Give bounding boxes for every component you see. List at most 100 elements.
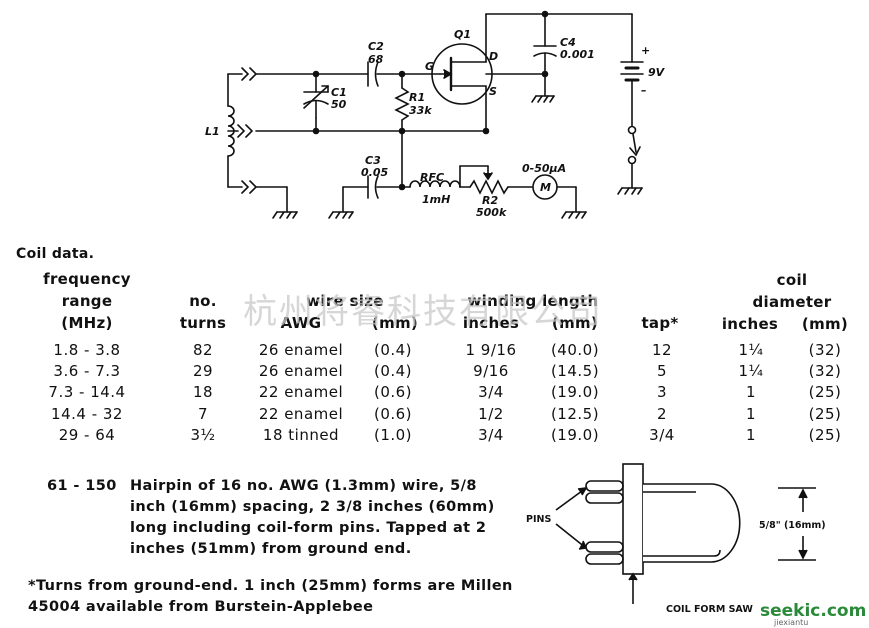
cell-freq: 7.3 - 14.4 [48,383,126,401]
label-q1: Q1 [454,28,471,41]
coil-form-pin-bottom [585,541,624,565]
cell-tap: 2 [656,405,668,423]
header-coil-mm: (mm) [801,315,849,333]
header-winding-mm: (mm) [551,314,599,332]
label-c4-value: 0.001 [560,48,595,61]
cell-coil-inches: 1 [745,405,757,423]
capacitor-c1 [303,73,329,119]
label-r2-value: 500k [476,206,507,219]
label-r1: R1 [409,91,425,104]
table-title: Coil data. [16,246,95,262]
potentiometer-r2 [459,165,533,195]
fet-q1 [431,13,546,132]
capacitor-c3 [328,175,403,219]
cell-tap: 12 [651,341,673,359]
cell-winding-inches: 3/4 [478,383,504,401]
label-battery-voltage: 9V [648,66,666,79]
circuit-schematic: Q1 G D S C2 68 C1 50 R1 33k C4 0.001 + 9… [205,10,666,219]
label-c1: C1 [331,86,347,99]
label-c2-value: 68 [368,53,384,66]
label-c3-value: 0.05 [361,166,388,179]
cell-awg: 26 enamel [258,362,344,380]
pins-label: PINS [526,514,551,525]
cell-freq: 14.4 - 32 [51,405,123,423]
ground-left [255,186,298,219]
cell-coil-inches: 1¼ [738,341,764,359]
cell-winding-inches: 9/16 [473,362,509,380]
cell-freq: 29 - 64 [58,426,116,444]
watermark-site: seekic.com [760,601,866,621]
coil-form-caption: COIL FORM SAW [666,604,753,615]
cell-wire-mm: (0.4) [373,362,413,380]
hairpin-line-2: inch (16mm) spacing, 2 3/8 inches (60mm) [130,499,495,515]
cell-tap: 5 [656,362,668,380]
header-frequency: frequency [43,270,131,288]
label-c2: C2 [368,40,384,53]
cell-tap: 3 [656,383,668,401]
cell-coil-mm: (32) [808,341,842,359]
header-wire-size: wire size [306,292,384,310]
cell-winding-mm: (19.0) [550,426,600,444]
label-battery-minus: – [641,84,647,97]
cell-awg: 26 enamel [258,341,344,359]
cell-turns: 82 [192,341,214,359]
cell-awg: 22 enamel [258,405,344,423]
hairpin-line-3: long including coil-form pins. Tapped at… [130,520,487,536]
cell-coil-inches: 1 [745,426,757,444]
label-meter-range: 0-50μA [522,162,566,175]
cell-wire-mm: (0.6) [373,405,413,423]
cell-awg: 22 enamel [258,383,344,401]
header-diameter: diameter [752,293,832,311]
hairpin-line-1: Hairpin of 16 no. AWG (1.3mm) wire, 5/8 [130,478,477,494]
label-r2: R2 [482,194,498,207]
label-rfc-value: 1mH [422,193,450,206]
header-coil-inches: inches [721,315,779,333]
switch [617,125,643,195]
watermark-company: 杭州将睿科技有限公司 [243,292,603,332]
cell-coil-mm: (25) [808,383,842,401]
cell-coil-inches: 1¼ [738,362,764,380]
cell-winding-mm: (19.0) [550,383,600,401]
inductor-l1 [227,73,239,188]
rfc-choke [401,180,471,188]
meter-m [532,174,587,219]
label-c4: C4 [560,36,576,49]
cell-turns: 3½ [190,426,216,444]
cell-coil-mm: (25) [808,405,842,423]
cell-wire-mm: (1.0) [373,426,413,444]
hairpin-line-4: inches (51mm) from ground end. [130,541,412,557]
label-source: S [489,85,497,98]
spacing-label: 5/8" (16mm) [759,520,826,531]
footnote-line-1: *Turns from ground-end. 1 inch (25mm) fo… [28,578,513,594]
cell-winding-mm: (12.5) [550,405,600,423]
label-l1: L1 [205,125,220,138]
cell-winding-inches: 1/2 [478,405,504,423]
cell-freq: 1.8 - 3.8 [53,341,121,359]
header-winding-inches: inches [462,314,520,332]
cell-wire-mm: (0.4) [373,341,413,359]
header-awg: AWG [280,314,322,332]
cell-winding-inches: 1 9/16 [465,341,517,359]
header-mhz: (MHz) [61,314,113,332]
cell-coil-mm: (32) [808,362,842,380]
cell-turns: 18 [192,383,214,401]
label-c1-value: 50 [331,98,347,111]
header-range: range [61,292,113,310]
label-r1-value: 33k [409,104,432,117]
cell-awg: 18 tinned [262,426,340,444]
footnote-line-2: 45004 available from Burstein-Applebee [28,599,374,615]
coil-form-pin-top [585,480,624,504]
label-battery-plus: + [641,44,650,57]
label-c3: C3 [365,154,381,167]
cell-turns: 7 [197,405,209,423]
header-coil: coil [776,271,808,289]
label-gate: G [425,60,434,73]
cell-coil-mm: (25) [808,426,842,444]
coil-form-drawing: PINS 5/8" (16mm) COIL FORM SAW seekic.co… [526,463,866,627]
header-winding-length: winding length [467,292,599,310]
label-rfc: RFC [420,171,444,184]
header-no: no. [189,292,217,310]
hairpin-range: 61 - 150 [47,478,117,494]
cell-coil-inches: 1 [745,383,757,401]
